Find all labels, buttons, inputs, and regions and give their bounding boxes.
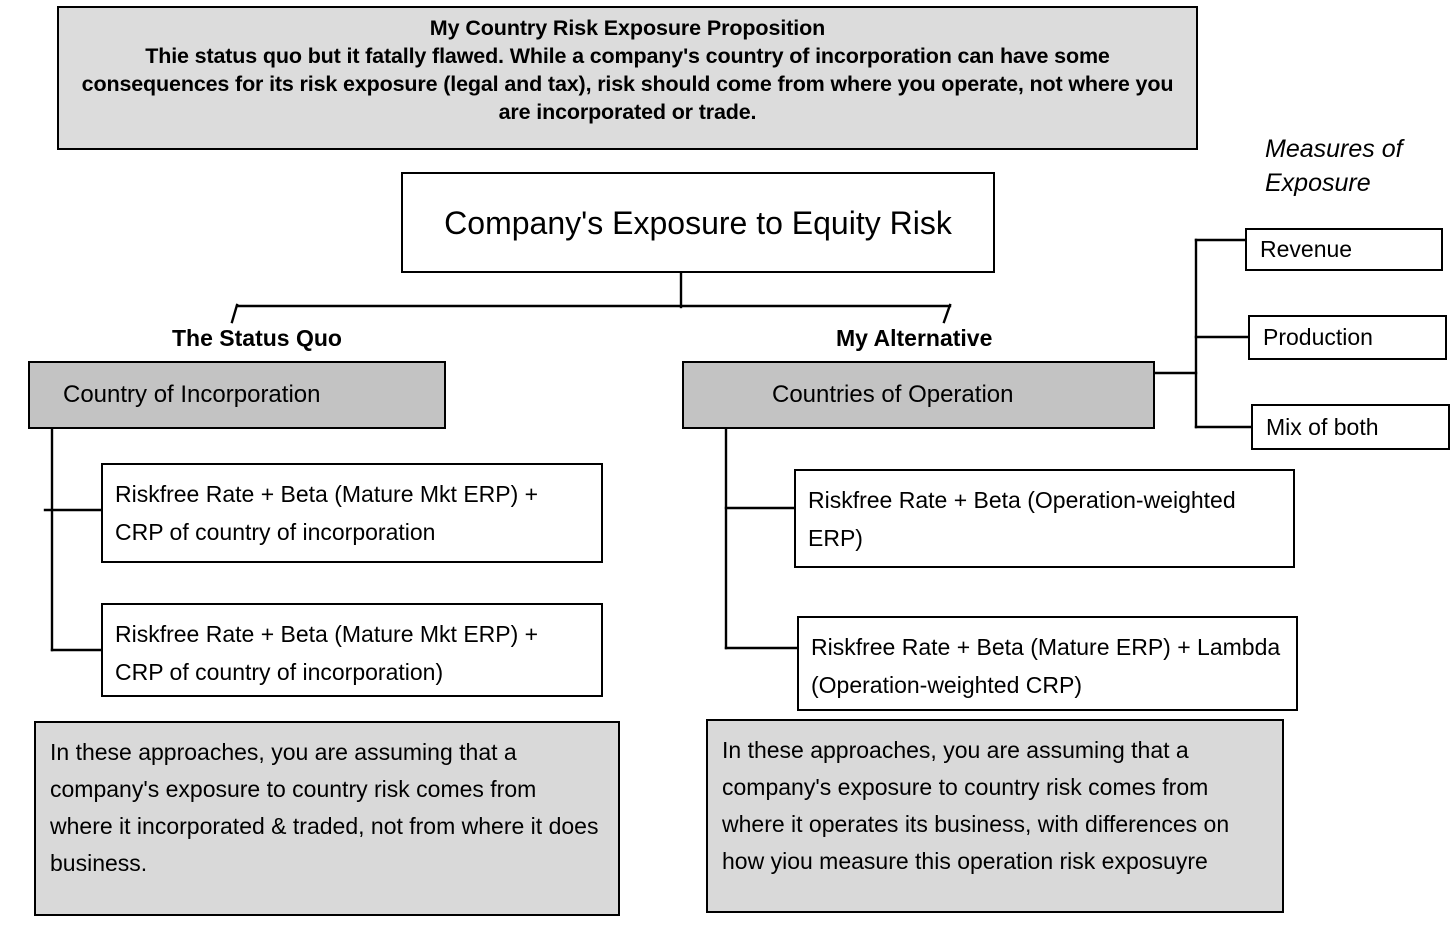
note-box-status-quo: In these approaches, you are assuming th… [34,721,620,916]
measure-box-production: Production [1248,315,1447,360]
measure-label-mix-of-both: Mix of both [1266,413,1379,440]
measures-of-exposure-title: Measures of Exposure [1265,132,1445,200]
measure-label-revenue: Revenue [1260,236,1353,262]
branch-heading-my-alternative: My Alternative [836,325,993,351]
root-node-label: Company's Exposure to Equity Risk [444,204,952,241]
category-box-countries-of-operation: Countries of Operation [682,361,1155,429]
category-box-country-of-incorporation: Country of Incorporation [28,361,446,429]
measures-title-line-1: Measures of [1265,135,1403,163]
formula-box-left-2: Riskfree Rate + Beta (Mature Mkt ERP) + … [101,603,603,697]
measure-box-revenue: Revenue [1245,228,1443,271]
proposition-body: Thie status quo but it fatally flawed. W… [81,44,1174,124]
branch-heading-status-quo: The Status Quo [172,325,342,351]
root-node-company-exposure: Company's Exposure to Equity Risk [401,172,995,273]
formula-box-right-2: Riskfree Rate + Beta (Mature ERP) + Lamb… [797,616,1298,711]
measure-label-production: Production [1263,324,1373,350]
formula-box-left-1: Riskfree Rate + Beta (Mature Mkt ERP) + … [101,463,603,563]
proposition-banner: My Country Risk Exposure Proposition Thi… [57,6,1198,150]
left-branch-drop [230,303,239,324]
category-label-country-of-incorporation: Country of Incorporation [63,381,321,408]
right-branch-drop [942,303,952,324]
note-box-my-alternative: In these approaches, you are assuming th… [706,719,1284,913]
category-label-countries-of-operation: Countries of Operation [772,381,1014,408]
measures-title-line-2: Exposure [1265,169,1371,197]
formula-box-right-1: Riskfree Rate + Beta (Operation-weighted… [794,469,1295,568]
measure-box-mix-of-both: Mix of both [1251,404,1450,450]
proposition-title: My Country Risk Exposure Proposition [429,16,826,40]
